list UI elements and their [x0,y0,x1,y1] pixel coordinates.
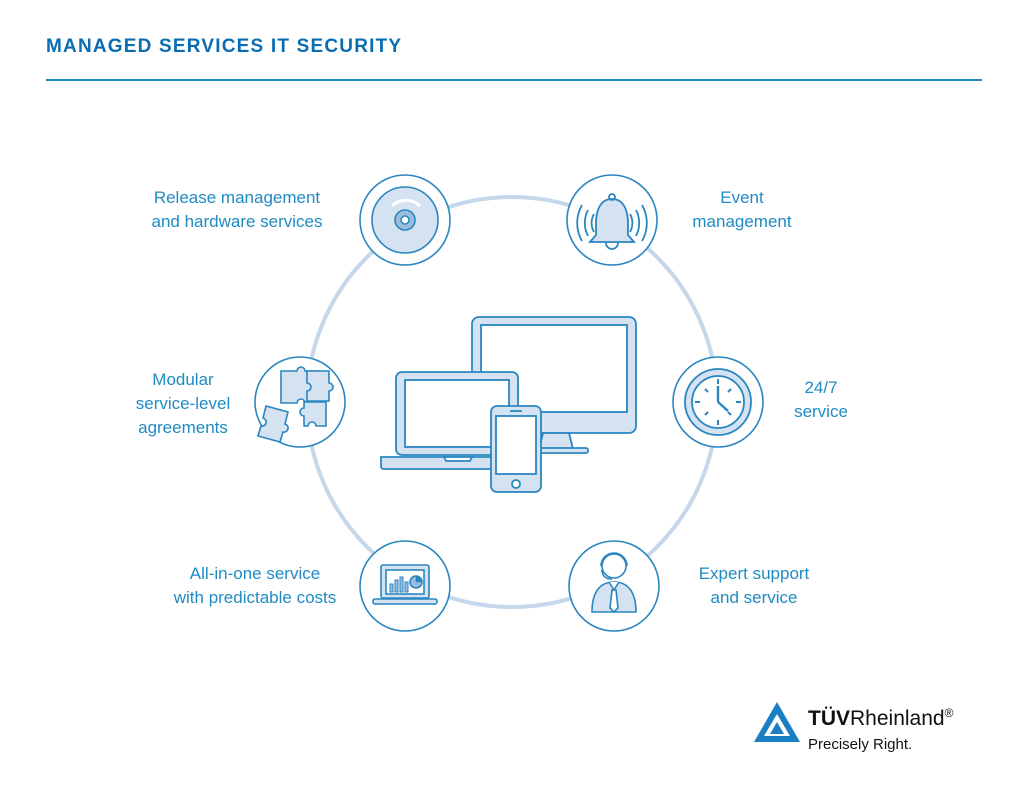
cd-icon [371,186,439,254]
tuv-logo: TÜVRheinland® Precisely Right. [752,700,1002,770]
clock-icon [684,368,752,436]
puzzle-icon [256,366,334,443]
laptop-chart-icon [372,564,438,605]
title-divider [46,79,982,81]
triangle-logo-icon [754,702,800,742]
devices-icon [380,316,637,493]
logo-name: TÜVRheinland® [808,706,954,730]
support-agent-icon [591,552,637,614]
logo-tagline: Precisely Right. [808,736,913,753]
page-title: MANAGED SERVICES IT SECURITY [46,36,403,57]
alarm-bell-icon [576,193,648,250]
